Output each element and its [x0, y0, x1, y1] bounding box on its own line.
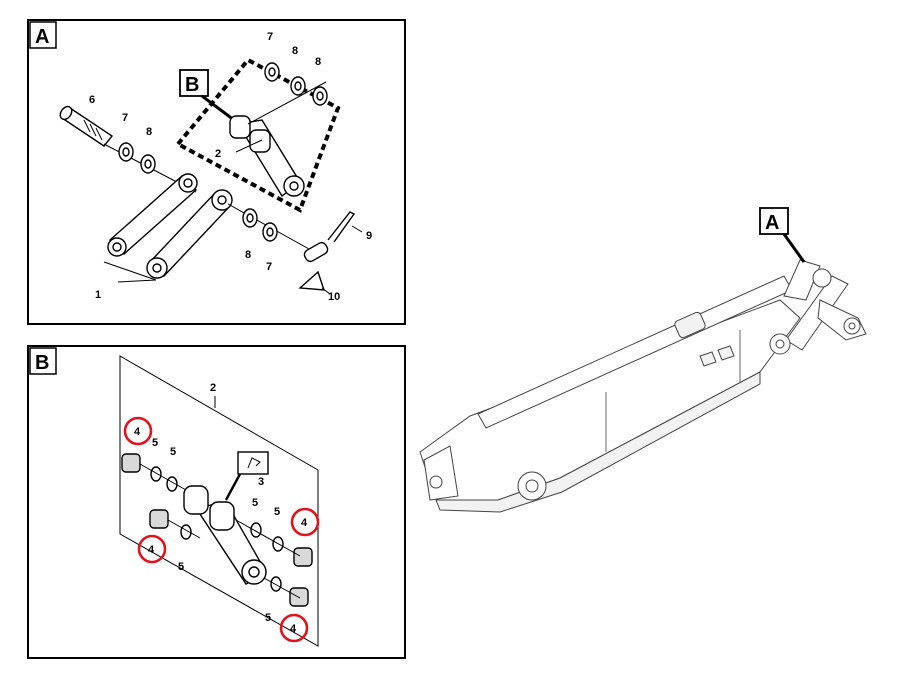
label-A-8a: 8 [146, 126, 152, 138]
clip-part-10 [298, 270, 325, 291]
grease-fitting-icon [247, 457, 261, 469]
excavator-boom-illustration: A [419, 207, 867, 513]
bushing-4-c [293, 547, 313, 567]
detail-A-callout-box [759, 207, 789, 235]
detail-A-callout-leader [782, 233, 806, 263]
label-A-8d: 8 [245, 249, 251, 261]
label-B-4a: 4 [134, 426, 141, 438]
grease-fitting-part-3-box [237, 451, 269, 475]
highlight-circle-4-b [137, 534, 167, 564]
highlight-circle-4-c [290, 507, 320, 537]
label-B-4b: 4 [148, 544, 155, 556]
ring-5-a [150, 466, 162, 482]
label-2-leader [235, 139, 263, 153]
link-part-2-detail [183, 485, 267, 585]
label-A-7a: 7 [122, 112, 128, 124]
assembly-outline [119, 355, 319, 647]
tip-link-front [785, 275, 849, 351]
label-A-10: 10 [328, 291, 340, 303]
boom-body [419, 299, 801, 501]
panel-A: A B [27, 19, 406, 325]
panel-B-tag-box [29, 347, 57, 375]
label-A-9: 9 [366, 230, 372, 242]
label-B-5f: 5 [265, 612, 271, 624]
panel-A-tag-box [29, 21, 57, 49]
label-B-5e: 5 [274, 506, 280, 518]
label-B-3: 3 [258, 476, 264, 488]
label-B-5b: 5 [170, 446, 176, 458]
pin-part-6 [59, 105, 114, 147]
panel-A-letter: A [35, 26, 49, 48]
label-A-6: 6 [89, 94, 95, 106]
label-B-4c: 4 [301, 517, 308, 529]
label-A-7b: 7 [267, 31, 273, 43]
label-B-5a: 5 [152, 437, 158, 449]
label-A-7c: 7 [266, 261, 272, 273]
highlight-circle-4-d [279, 613, 309, 643]
label-A-1: 1 [95, 289, 101, 301]
label-1-leader [103, 261, 157, 283]
pin-lower [303, 241, 329, 263]
panel-B-letter: B [35, 352, 49, 374]
link-part-1 [107, 173, 233, 279]
label-A-8b: 8 [292, 45, 298, 57]
detail-B-callout-letter: B [185, 74, 199, 96]
detail-B-callout-leader [201, 94, 235, 122]
panel-B: B [27, 345, 406, 659]
bushing-4-a [121, 453, 141, 473]
detail-A-callout-letter: A [765, 212, 779, 234]
label-B-5d: 5 [252, 497, 258, 509]
highlight-circle-4-a [123, 416, 153, 446]
ring-5-d [250, 522, 262, 538]
bushing-4-b [149, 509, 169, 529]
label-B-4d: 4 [290, 623, 297, 635]
detail-B-callout-box [179, 69, 209, 97]
cotter-pin-part-9 [327, 211, 356, 243]
tip-link-rear [783, 259, 821, 301]
ring-5-f [270, 576, 282, 592]
label-A-8c: 8 [315, 56, 321, 68]
panel-A-frame [27, 19, 406, 325]
detail-B-dashed-outline [174, 57, 341, 213]
label-B-5c: 5 [178, 561, 184, 573]
label-A-2: 2 [215, 148, 221, 160]
label-B-2: 2 [210, 382, 216, 394]
top-axis [247, 81, 327, 125]
